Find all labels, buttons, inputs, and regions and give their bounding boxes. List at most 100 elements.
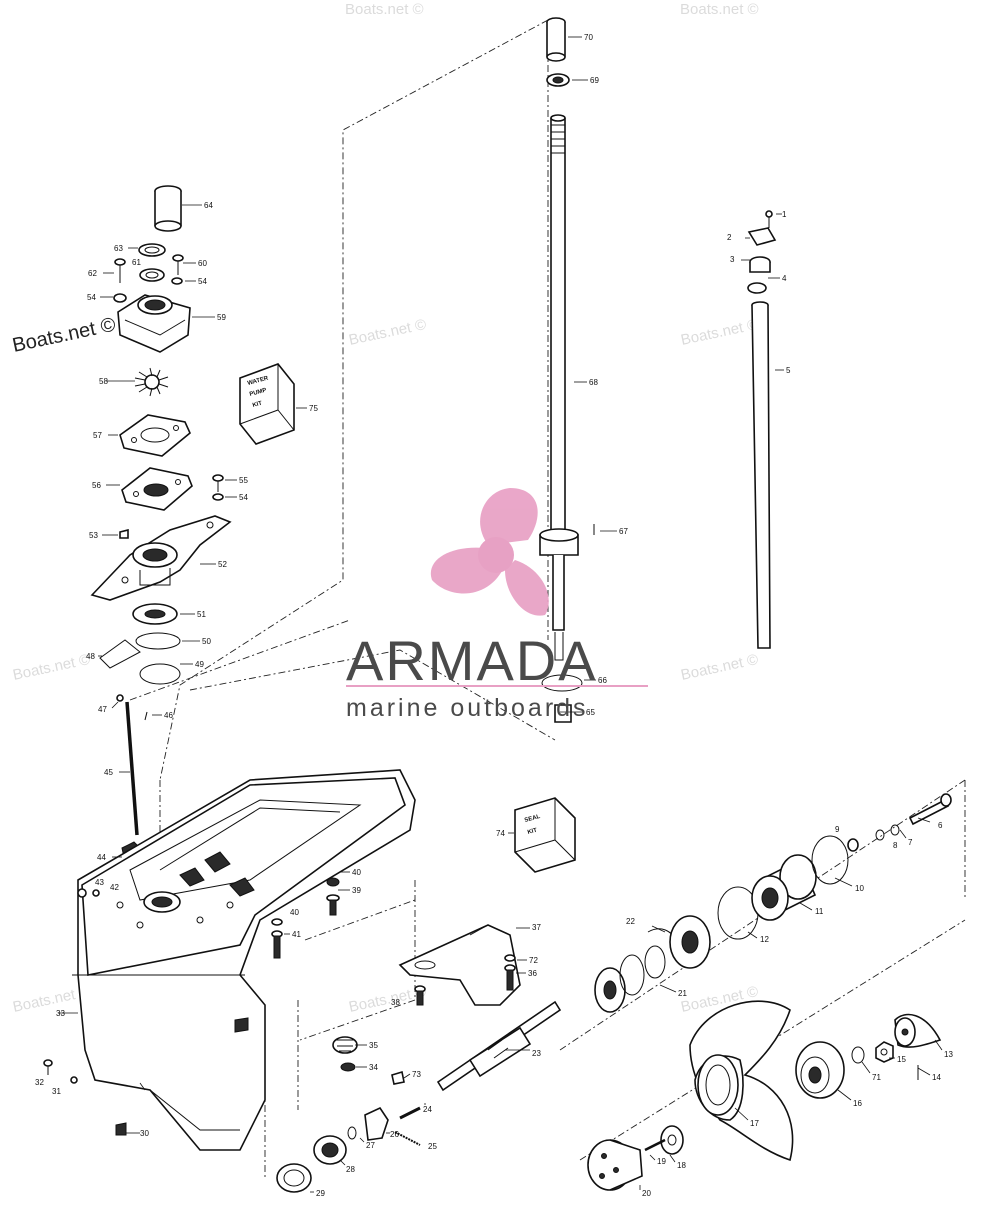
part-label: 54 bbox=[87, 293, 96, 302]
part-62-screw bbox=[114, 258, 126, 283]
part-25-spring bbox=[394, 1131, 421, 1146]
part-label: 39 bbox=[352, 886, 361, 895]
part-31-washer bbox=[70, 1076, 78, 1084]
part-label: 51 bbox=[197, 610, 206, 619]
watermark-text: Boats.net © bbox=[347, 316, 427, 349]
part-label: 41 bbox=[292, 930, 301, 939]
part-label: 26 bbox=[390, 1130, 399, 1139]
part-15-prop-nut bbox=[875, 1041, 894, 1063]
part-label: 31 bbox=[52, 1087, 61, 1096]
part-54-washer bbox=[113, 293, 127, 303]
part-65-bushing bbox=[554, 704, 572, 723]
part-6-bolt bbox=[908, 793, 952, 826]
part-33-gear-housing bbox=[72, 769, 416, 1151]
part-label: 36 bbox=[528, 969, 537, 978]
part-47-nut bbox=[116, 694, 124, 702]
part-label: 68 bbox=[589, 378, 598, 387]
seal-kit-box: SEAL KIT bbox=[514, 797, 576, 873]
part-50-o-ring bbox=[135, 632, 181, 650]
watermark-text: Boats.net © bbox=[679, 316, 759, 349]
part-label: 47 bbox=[98, 705, 107, 714]
part-61-grommet bbox=[139, 268, 165, 282]
part-4-o-ring bbox=[747, 282, 767, 294]
part-53-pin bbox=[119, 528, 129, 539]
part-58-impeller bbox=[134, 367, 169, 397]
part-label: 40 bbox=[352, 868, 361, 877]
part-17-propeller bbox=[689, 1000, 794, 1162]
part-38-screw bbox=[414, 985, 426, 1006]
part-label: 52 bbox=[218, 560, 227, 569]
part-label: 35 bbox=[369, 1041, 378, 1050]
part-label: 34 bbox=[369, 1063, 378, 1072]
brand-tagline: marine outboards bbox=[346, 694, 589, 722]
part-label: 24 bbox=[423, 1105, 432, 1114]
part-37-trim-tab bbox=[398, 924, 521, 1006]
part-label: 49 bbox=[195, 660, 204, 669]
part-label: 54 bbox=[198, 277, 207, 286]
brand-name: ARMADA bbox=[346, 629, 598, 692]
part-label: 14 bbox=[932, 1073, 941, 1082]
gear-housing-assembly bbox=[43, 769, 416, 1151]
kit-label-line: KIT bbox=[527, 828, 538, 836]
part-60-screw bbox=[172, 254, 184, 275]
part-64-water-tube bbox=[154, 185, 182, 232]
watermark-text: Boats.net © bbox=[11, 651, 91, 684]
part-label: 12 bbox=[760, 935, 769, 944]
part-label: 67 bbox=[619, 527, 628, 536]
part-label: 19 bbox=[657, 1157, 666, 1166]
part-54-washer bbox=[212, 493, 224, 501]
part-label: 44 bbox=[97, 853, 106, 862]
part-8-washer bbox=[875, 829, 885, 841]
part-label: 64 bbox=[204, 201, 213, 210]
part-32-screw bbox=[43, 1059, 53, 1075]
part-label: 42 bbox=[110, 883, 119, 892]
part-7-washer bbox=[890, 824, 900, 836]
part-23-propeller-shaft bbox=[436, 1000, 562, 1092]
part-30-plug bbox=[115, 1122, 127, 1136]
part-48-gasket bbox=[99, 639, 141, 669]
part-18-washer bbox=[660, 1125, 684, 1155]
part-label: 66 bbox=[598, 676, 607, 685]
bearing-carrier bbox=[669, 915, 711, 969]
part-2-retainer bbox=[747, 227, 777, 246]
part-label: 56 bbox=[92, 481, 101, 490]
drive-shaft-assembly bbox=[539, 17, 595, 723]
part-21-reverse-gear bbox=[594, 945, 666, 1013]
part-label: 48 bbox=[86, 652, 95, 661]
leader-lines bbox=[58, 36, 943, 1193]
part-label: 28 bbox=[346, 1165, 355, 1174]
part-label: 59 bbox=[217, 313, 226, 322]
part-42-washer bbox=[92, 889, 100, 897]
part-label: 17 bbox=[750, 1119, 759, 1128]
watermark-text: Boats.net © bbox=[345, 1, 424, 18]
part-label: 25 bbox=[428, 1142, 437, 1151]
part-68-drive-shaft bbox=[539, 114, 579, 661]
part-label: 38 bbox=[391, 998, 400, 1007]
part-55-screw bbox=[212, 474, 224, 492]
part-40-washer bbox=[326, 877, 340, 887]
part-label: 53 bbox=[89, 531, 98, 540]
kit-label-line: WATER bbox=[247, 375, 270, 386]
part-label: 45 bbox=[104, 768, 113, 777]
part-label: 65 bbox=[586, 708, 595, 717]
part-45-shift-rod bbox=[125, 701, 139, 836]
part-1-screw bbox=[765, 210, 773, 228]
part-26-clutch bbox=[364, 1106, 389, 1141]
part-19-screw bbox=[644, 1138, 666, 1152]
part-label: 29 bbox=[316, 1189, 325, 1198]
part-label: 10 bbox=[855, 884, 864, 893]
part-label: 60 bbox=[198, 259, 207, 268]
part-46-pin bbox=[144, 711, 148, 721]
part-label: 22 bbox=[626, 917, 635, 926]
part-label: 33 bbox=[56, 1009, 65, 1018]
part-label: 8 bbox=[893, 841, 898, 850]
part-label: 16 bbox=[853, 1099, 862, 1108]
part-29-bearing-cup bbox=[276, 1163, 312, 1193]
part-label: 11 bbox=[815, 907, 824, 916]
part-66-ring bbox=[541, 674, 583, 692]
part-13-cone-nut bbox=[894, 1013, 942, 1048]
part-59-pump-housing bbox=[117, 294, 191, 353]
part-5-shift-shaft bbox=[751, 301, 771, 649]
part-54-washer bbox=[171, 277, 183, 285]
part-11-bearing-housing bbox=[751, 854, 817, 921]
